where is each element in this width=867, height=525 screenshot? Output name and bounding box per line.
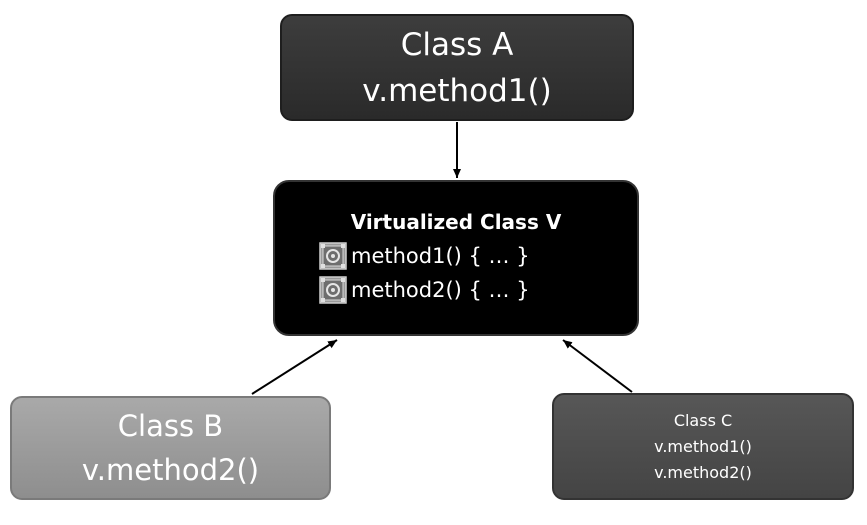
- class-b-box: Class B v.method2(): [10, 396, 331, 500]
- class-a-title: Class A: [400, 26, 514, 63]
- virtualized-class-title: Virtualized Class V: [350, 210, 562, 234]
- protection-icon: [319, 242, 347, 270]
- class-a-box: Class A v.method1(): [280, 14, 634, 121]
- class-a-call: v.method1(): [362, 72, 552, 109]
- class-c-call-2: v.method2(): [654, 462, 752, 482]
- class-b-call: v.method2(): [81, 453, 260, 487]
- class-b-title: Class B: [117, 409, 224, 443]
- class-c-box: Class C v.method1() v.method2(): [552, 393, 854, 500]
- virtualized-class-box: Virtualized Class V method1() { … }: [273, 180, 639, 336]
- method1-label: method1() { … }: [351, 244, 530, 268]
- class-c-call-1: v.method1(): [654, 436, 752, 456]
- method-row: method2() { … }: [319, 273, 530, 307]
- method-row: method1() { … }: [319, 239, 530, 273]
- class-c-title: Class C: [673, 410, 733, 430]
- method2-label: method2() { … }: [351, 278, 530, 302]
- protection-icon: [319, 276, 347, 304]
- arrow-c-to-v: [562, 339, 633, 393]
- arrow-b-to-v: [251, 339, 338, 395]
